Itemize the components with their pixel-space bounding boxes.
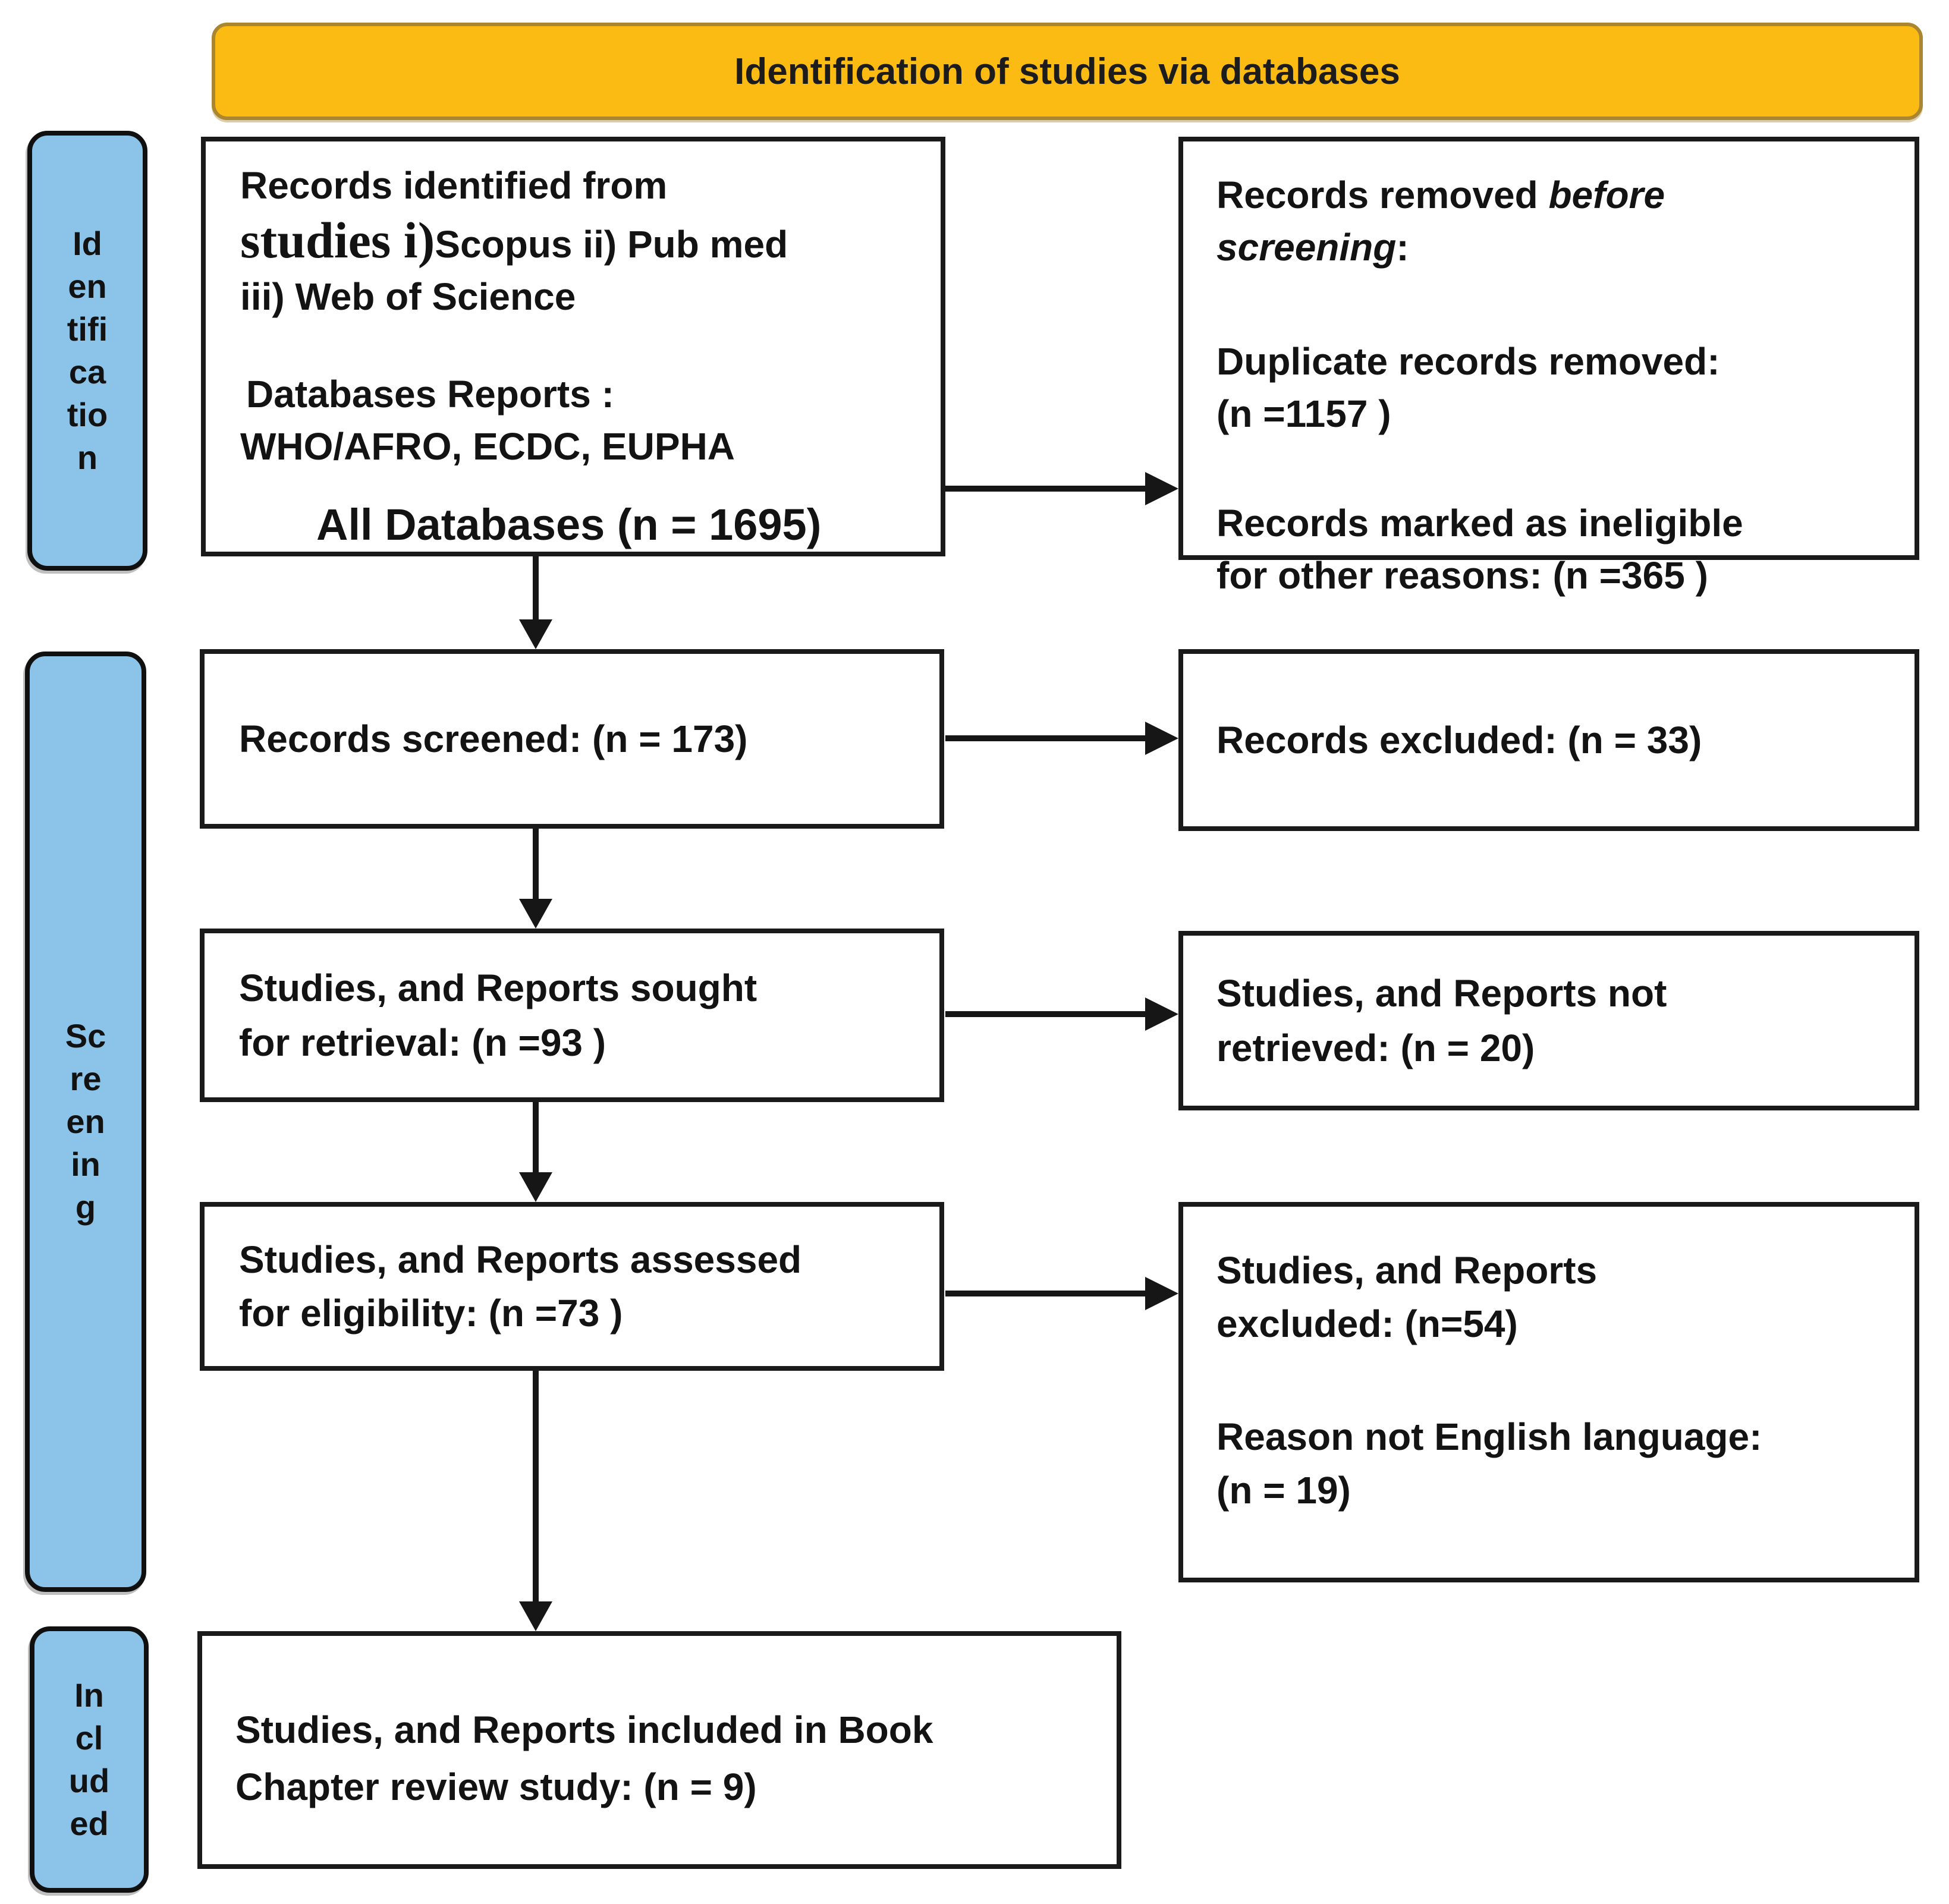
arrow-identified-to-removed-shaft — [945, 486, 1145, 492]
records-removed-line1-pre: Records removed — [1216, 174, 1549, 216]
studies-included-line2: Chapter review study: (n = 9) — [235, 1765, 757, 1808]
reports-excluded-line2: excluded: (n=54) — [1216, 1302, 1518, 1345]
duplicate-records-removed-count: (n =1157 ) — [1216, 392, 1391, 435]
reports-assessed-line1: Studies, and Reports assessed — [239, 1238, 802, 1281]
records-identified-total: All Databases (n = 1695) — [316, 500, 822, 549]
records-ineligible-line1: Records marked as ineligible — [1216, 502, 1743, 545]
arrow-screened-to-excluded-head — [1145, 722, 1178, 755]
records-identified-line1: Records identified from — [240, 164, 668, 207]
arrow-assessed-to-included-shaft — [533, 1371, 539, 1601]
stage-identification: Id en tifi ca tio n — [27, 131, 147, 571]
records-identified-line2-rest: Scopus ii) Pub med — [435, 223, 788, 266]
arrow-screened-to-sought-head — [519, 899, 552, 929]
records-removed-line2: screening: — [1216, 221, 1897, 273]
arrow-screened-to-sought-shaft — [533, 829, 539, 899]
box-reports-sought: Studies, and Reports sought for retrieva… — [200, 929, 944, 1102]
records-identified-reports-label: Databases Reports : — [246, 373, 614, 416]
reports-excluded-line1: Studies, and Reports — [1216, 1249, 1598, 1292]
arrow-sought-to-not-retrieved-shaft — [945, 1011, 1145, 1017]
reports-not-retrieved-line1: Studies, and Reports not — [1216, 972, 1667, 1015]
reports-excluded-reason-line2: (n = 19) — [1216, 1469, 1351, 1512]
reports-assessed-line2: for eligibility: (n =73 ) — [239, 1292, 623, 1335]
records-excluded-text: Records excluded: (n = 33) — [1216, 719, 1702, 761]
box-reports-excluded: Studies, and Reports excluded: (n=54) Re… — [1178, 1202, 1919, 1582]
stage-screening-label: Sc re en in g — [65, 1017, 106, 1226]
reports-sought-line2: for retrieval: (n =93 ) — [239, 1021, 606, 1064]
arrow-identified-to-screened-head — [519, 619, 552, 649]
studies-included-line1: Studies, and Reports included in Book — [235, 1708, 933, 1751]
stage-identification-label: Id en tifi ca tio n — [67, 225, 108, 476]
records-removed-line1: Records removed before — [1216, 169, 1897, 221]
records-identified-studies-serif: studies i) — [240, 212, 435, 269]
box-records-removed-before-screening: Records removed before screening: Duplic… — [1178, 137, 1919, 597]
box-reports-not-retrieved: Studies, and Reports not retrieved: (n =… — [1178, 931, 1919, 1110]
reports-not-retrieved-line2: retrieved: (n = 20) — [1216, 1027, 1535, 1069]
records-removed-line2-italic: screening — [1216, 226, 1397, 269]
records-identified-reports-sources: WHO/AFRO, ECDC, EUPHA — [240, 425, 735, 468]
arrow-identified-to-removed-head — [1145, 472, 1178, 505]
records-screened-text: Records screened: (n = 173) — [239, 717, 748, 760]
records-identified-line2: studies i)Scopus ii) Pub med — [240, 212, 925, 270]
reports-sought-line1: Studies, and Reports sought — [239, 967, 757, 1009]
records-ineligible-line2: for other reasons: (n =365 ) — [1216, 554, 1708, 597]
arrow-assessed-to-included-head — [519, 1601, 552, 1631]
box-studies-included: Studies, and Reports included in Book Ch… — [197, 1631, 1121, 1869]
arrow-sought-to-assessed-shaft — [533, 1102, 539, 1172]
records-removed-line2-post: : — [1396, 226, 1409, 269]
banner: Identification of studies via databases — [212, 23, 1923, 120]
reports-excluded-reason-line1: Reason not English language: — [1216, 1415, 1762, 1458]
arrow-identified-to-screened-shaft — [533, 556, 539, 619]
arrow-assessed-to-reports-excluded-head — [1145, 1277, 1178, 1310]
arrow-sought-to-not-retrieved-head — [1145, 997, 1178, 1031]
stage-included-label: In cl ud ed — [68, 1676, 110, 1842]
stage-included: In cl ud ed — [30, 1626, 149, 1893]
stage-screening: Sc re en in g — [25, 652, 146, 1592]
box-reports-assessed: Studies, and Reports assessed for eligib… — [200, 1202, 944, 1371]
records-removed-line1-italic: before — [1548, 174, 1665, 216]
banner-title: Identification of studies via databases — [734, 51, 1400, 92]
box-records-identified: Records identified from studies i)Scopus… — [201, 137, 945, 556]
arrow-sought-to-assessed-head — [519, 1172, 552, 1202]
arrow-screened-to-excluded-shaft — [945, 735, 1145, 741]
box-records-excluded: Records excluded: (n = 33) — [1178, 649, 1919, 831]
box-records-screened: Records screened: (n = 173) — [200, 649, 944, 829]
duplicate-records-removed-label: Duplicate records removed: — [1216, 340, 1720, 383]
arrow-assessed-to-reports-excluded-shaft — [945, 1291, 1145, 1296]
records-identified-line3: iii) Web of Science — [240, 275, 576, 318]
